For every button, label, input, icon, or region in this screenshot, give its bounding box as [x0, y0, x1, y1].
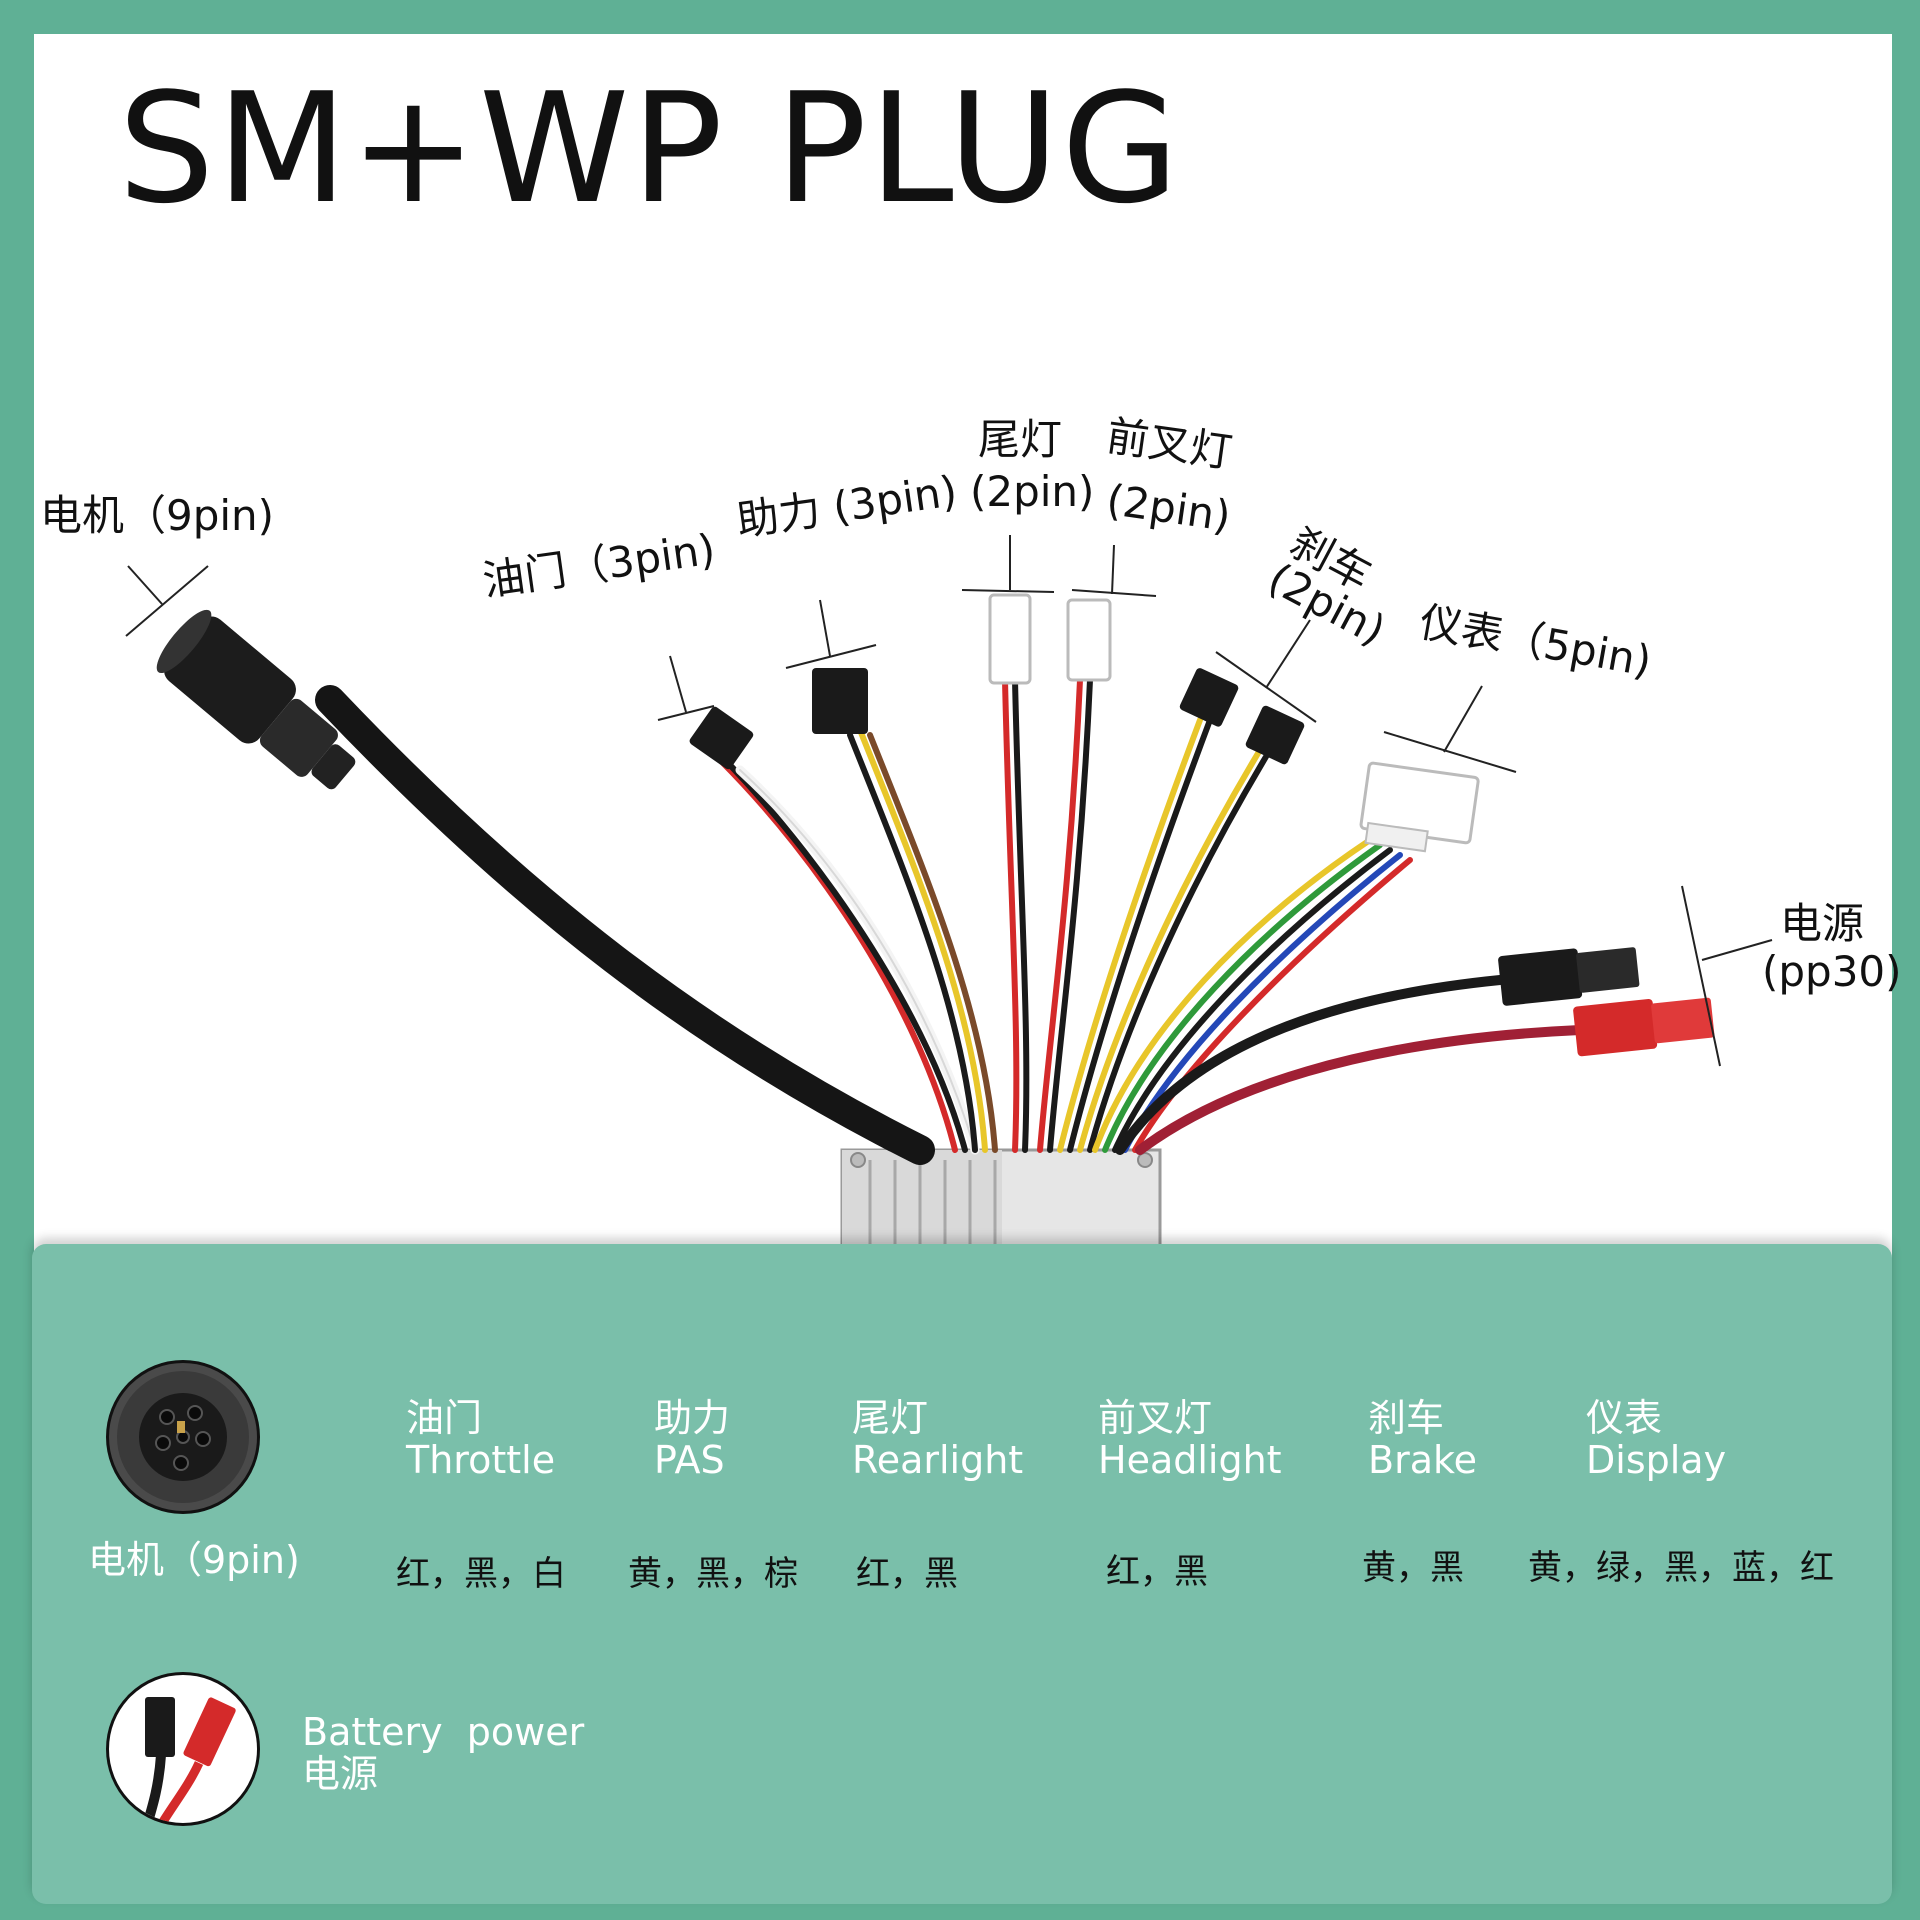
legend-wire-colors: 黄，黑，棕	[628, 1554, 798, 1594]
pas-wires	[847, 727, 998, 1153]
rearlight-label-pin: (2pin)	[970, 467, 1095, 516]
display-wires	[1092, 837, 1413, 1153]
legend-item: 仪表 Display	[1586, 1396, 1727, 1482]
legend-item-cn: 刹车	[1368, 1396, 1445, 1440]
battery-plug-photo	[106, 1672, 260, 1826]
legend-item-cn: 助力	[654, 1396, 731, 1440]
legend-item-cn: 前叉灯	[1098, 1396, 1213, 1440]
controller-box	[840, 1148, 1162, 1252]
rearlight-connector	[988, 593, 1032, 685]
brake-connector-2	[1245, 705, 1305, 765]
legend-wire-colors: 黄，绿，黑，蓝，红	[1528, 1548, 1834, 1588]
legend-item: 助力 PAS	[654, 1396, 731, 1482]
legend-motor-label: 电机（9pin)	[88, 1538, 300, 1582]
throttle-connector	[689, 706, 754, 770]
page-title: SM+WP PLUG	[118, 60, 1182, 237]
legend-battery-cn: 电源	[302, 1751, 379, 1796]
legend-item: 刹车 Brake	[1368, 1396, 1478, 1482]
legend-item: 油门 Throttle	[406, 1396, 556, 1482]
headlight-wires	[1037, 677, 1093, 1153]
motor-plug-icon	[117, 1371, 249, 1503]
legend-wire-colors: 黄，黑	[1362, 1548, 1464, 1588]
power-connector-black	[1498, 947, 1640, 1006]
legend-item-en: Display	[1586, 1437, 1727, 1482]
motor-label: 电机（9pin)	[40, 491, 275, 540]
legend-wire-colors: 红，黑	[856, 1554, 958, 1594]
legend-item-en: Headlight	[1098, 1437, 1282, 1482]
motor-plug-photo	[106, 1360, 260, 1514]
legend-wire-colors: 红，黑，白	[396, 1554, 566, 1594]
pas-connector	[812, 668, 868, 734]
legend-wire-colors: 红，黑	[1106, 1552, 1208, 1592]
brake-connector-1	[1179, 668, 1239, 727]
legend-item-cn: 尾灯	[852, 1396, 929, 1440]
power-wires	[1115, 975, 1585, 1155]
legend-item-en: Brake	[1368, 1437, 1478, 1482]
legend-battery: Battery power 电源	[302, 1710, 585, 1796]
legend-item: 前叉灯 Headlight	[1098, 1396, 1282, 1482]
legend-panel	[32, 1244, 1892, 1904]
legend-battery-en: Battery power	[302, 1710, 585, 1754]
throttle-wires	[717, 757, 980, 1155]
battery-plug-icon	[142, 1697, 236, 1823]
pointer-lines	[125, 535, 1773, 1067]
power-label-pin: (pp30)	[1762, 947, 1902, 996]
power-connector-red	[1573, 997, 1715, 1057]
rearlight-wires	[1002, 677, 1030, 1153]
legend-item-en: PAS	[654, 1437, 725, 1482]
power-label-cn: 电源	[1780, 899, 1865, 948]
display-connector	[1359, 761, 1480, 853]
brake-wires	[1057, 717, 1273, 1153]
headlight-connector	[1066, 598, 1112, 682]
legend-item-cn: 仪表	[1586, 1396, 1663, 1440]
motor-cable	[315, 685, 935, 1165]
legend-item-en: Throttle	[406, 1437, 556, 1482]
legend-item-en: Rearlight	[852, 1437, 1024, 1482]
rearlight-label-cn: 尾灯	[978, 415, 1063, 464]
motor-connector	[156, 609, 356, 790]
legend-item-cn: 油门	[406, 1396, 483, 1440]
legend-item: 尾灯 Rearlight	[852, 1396, 1024, 1482]
